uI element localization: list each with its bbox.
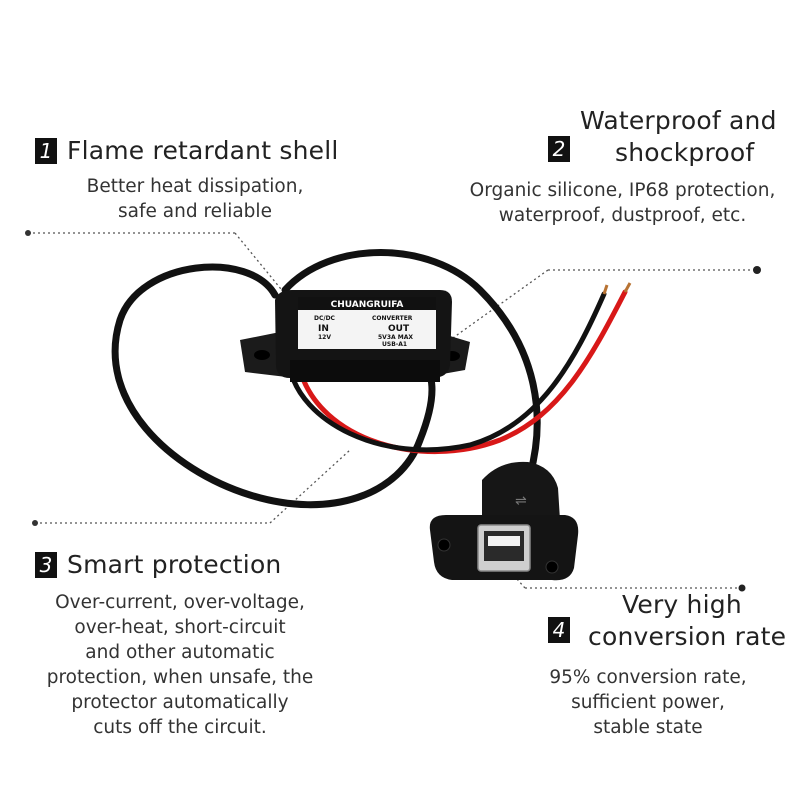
description-line: over-heat, short-circuit — [74, 617, 286, 638]
feature-title: Flame retardant shell — [67, 136, 339, 165]
label-usb: USB-A1 — [382, 341, 407, 348]
leader-line-3-diagonal — [269, 449, 351, 524]
usb-screw-hole-left — [437, 538, 451, 552]
red-wire-tip — [623, 282, 632, 293]
description-line: waterproof, dustproof, etc. — [498, 205, 747, 226]
feature-number-badge: 3 — [35, 551, 57, 578]
feature-title-line1: Very high — [622, 590, 742, 619]
leader-dot-4 — [738, 584, 746, 592]
leader-line-2-diagonal — [449, 269, 549, 341]
feature-description: Better heat dissipation, safe and reliab… — [60, 174, 330, 224]
black-wire-tip — [602, 284, 609, 295]
feature-flame-retardant: 1 Flame retardant shell Better heat dissi… — [35, 136, 339, 222]
usb-logo-icon: ⇌ — [515, 493, 527, 509]
feature-number-badge: 2 — [548, 136, 570, 162]
description-line: Better heat dissipation, — [86, 176, 304, 197]
usb-port-tongue — [488, 536, 520, 546]
label-out-spec: 5V3A MAX — [378, 334, 413, 341]
feature-conversion-rate: Very high 4 conversion rate 95% conversi… — [548, 590, 798, 738]
description-line: 95% conversion rate, — [549, 667, 747, 688]
usb-boot — [482, 461, 560, 520]
feature-description: 95% conversion rate, sufficient power, s… — [518, 665, 778, 740]
feature-description: Over-current, over-voltage, over-heat, s… — [25, 590, 335, 740]
description-line: sufficient power, — [571, 692, 725, 713]
leader-lines — [28, 232, 757, 589]
label-in-voltage: 12V — [318, 334, 331, 341]
description-line: protection, when unsafe, the — [46, 667, 314, 688]
description-line: safe and reliable — [118, 201, 272, 222]
feature-smart-protection: 3 Smart protection Over-current, over-vol… — [35, 550, 313, 738]
module-label-header — [298, 297, 436, 310]
black-cable — [111, 263, 436, 509]
black-wire — [287, 291, 607, 453]
label-out: OUT — [388, 324, 410, 334]
feature-description: Organic silicone, IP68 protection, water… — [455, 178, 790, 228]
leader-dot-1 — [25, 230, 31, 236]
feature-title-line1: Waterproof and — [580, 106, 777, 135]
mount-hole-left — [254, 350, 270, 360]
feature-title-line2: conversion rate — [588, 622, 787, 651]
usb-screw-hole-right — [545, 560, 559, 574]
label-dcdc: DC/DC — [314, 315, 336, 322]
feature-title-line2: shockproof — [615, 138, 755, 167]
feature-number-badge: 4 — [548, 617, 570, 643]
description-line: and other automatic — [85, 642, 275, 663]
description-line: stable state — [593, 717, 703, 738]
feature-title: Smart protection — [67, 550, 282, 579]
description-line: protector automatically — [71, 692, 289, 713]
leader-dot-3 — [32, 520, 38, 526]
label-in: IN — [318, 324, 329, 334]
label-brand: CHUANGRUIFA — [331, 300, 404, 310]
description-line: Over-current, over-voltage, — [55, 592, 305, 613]
usb-connector: ⇌ — [429, 461, 579, 581]
feature-number-badge: 1 — [35, 137, 57, 164]
description-line: cuts off the circuit. — [93, 717, 267, 738]
red-wire — [297, 289, 628, 454]
leader-dot-2 — [753, 266, 761, 274]
label-converter: CONVERTER — [372, 315, 413, 322]
converter-module: CHUANGRUIFA DC/DC CONVERTER IN 12V OUT 5… — [240, 290, 470, 382]
description-line: Organic silicone, IP68 protection, — [469, 180, 776, 201]
feature-waterproof: Waterproof and 2 shockproof Organic sili… — [455, 106, 790, 226]
module-base — [290, 360, 440, 382]
